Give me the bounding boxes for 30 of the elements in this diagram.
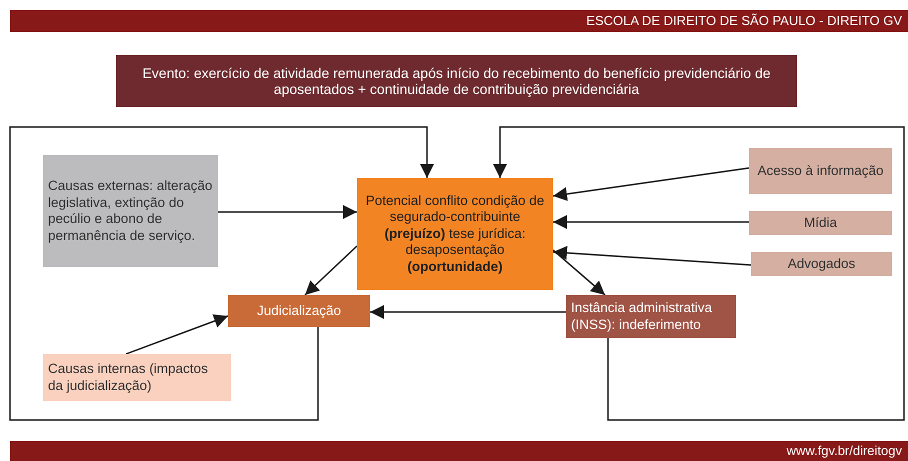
node-text: Causas internas (impactos da judicialização) [48, 361, 209, 394]
node-text: Mídia [802, 214, 838, 232]
arrow [553, 215, 749, 229]
arrow [9, 126, 434, 421]
node-text: Evento: exercício de atividade remunerada após início do recebimento do benefício previdenciário de aposentados + continuidade de contribuição previdenciária [141, 64, 772, 98]
process-box [751, 252, 892, 276]
node-text: Potencial conflito condição de segurado-contribuinte (prejuízo) tese jurídica: desaposentação (oportunidade) [364, 192, 546, 276]
arrow [493, 126, 905, 421]
header-banner: ESCOLA DE DIREITO DE SÃO PAULO - DIREITO GV [10, 10, 908, 32]
arrow [126, 314, 228, 355]
process-box [749, 211, 892, 235]
process-box [357, 178, 553, 290]
footer-banner: www.fgv.br/direitogv [10, 441, 908, 461]
arrow [218, 205, 357, 219]
event-box [116, 55, 797, 107]
process-box [566, 295, 736, 338]
process-box [43, 155, 218, 267]
arrow [552, 249, 606, 296]
node-text: Judicialização [256, 302, 342, 320]
node-text: Acesso à informação [756, 162, 885, 180]
arrow [552, 246, 752, 266]
arrow [370, 305, 566, 319]
node-text: Causas externas: alteração legislativa, extinção do pecúlio e abono de permanência de serviço. [48, 178, 213, 244]
process-box [43, 354, 231, 401]
arrow [552, 167, 750, 201]
node-text: Advogados [786, 256, 856, 272]
arrow [304, 245, 358, 296]
node-text: Instância administrativa (INSS): indeferimento [571, 300, 714, 333]
process-box [228, 295, 370, 327]
process-box [749, 148, 892, 194]
